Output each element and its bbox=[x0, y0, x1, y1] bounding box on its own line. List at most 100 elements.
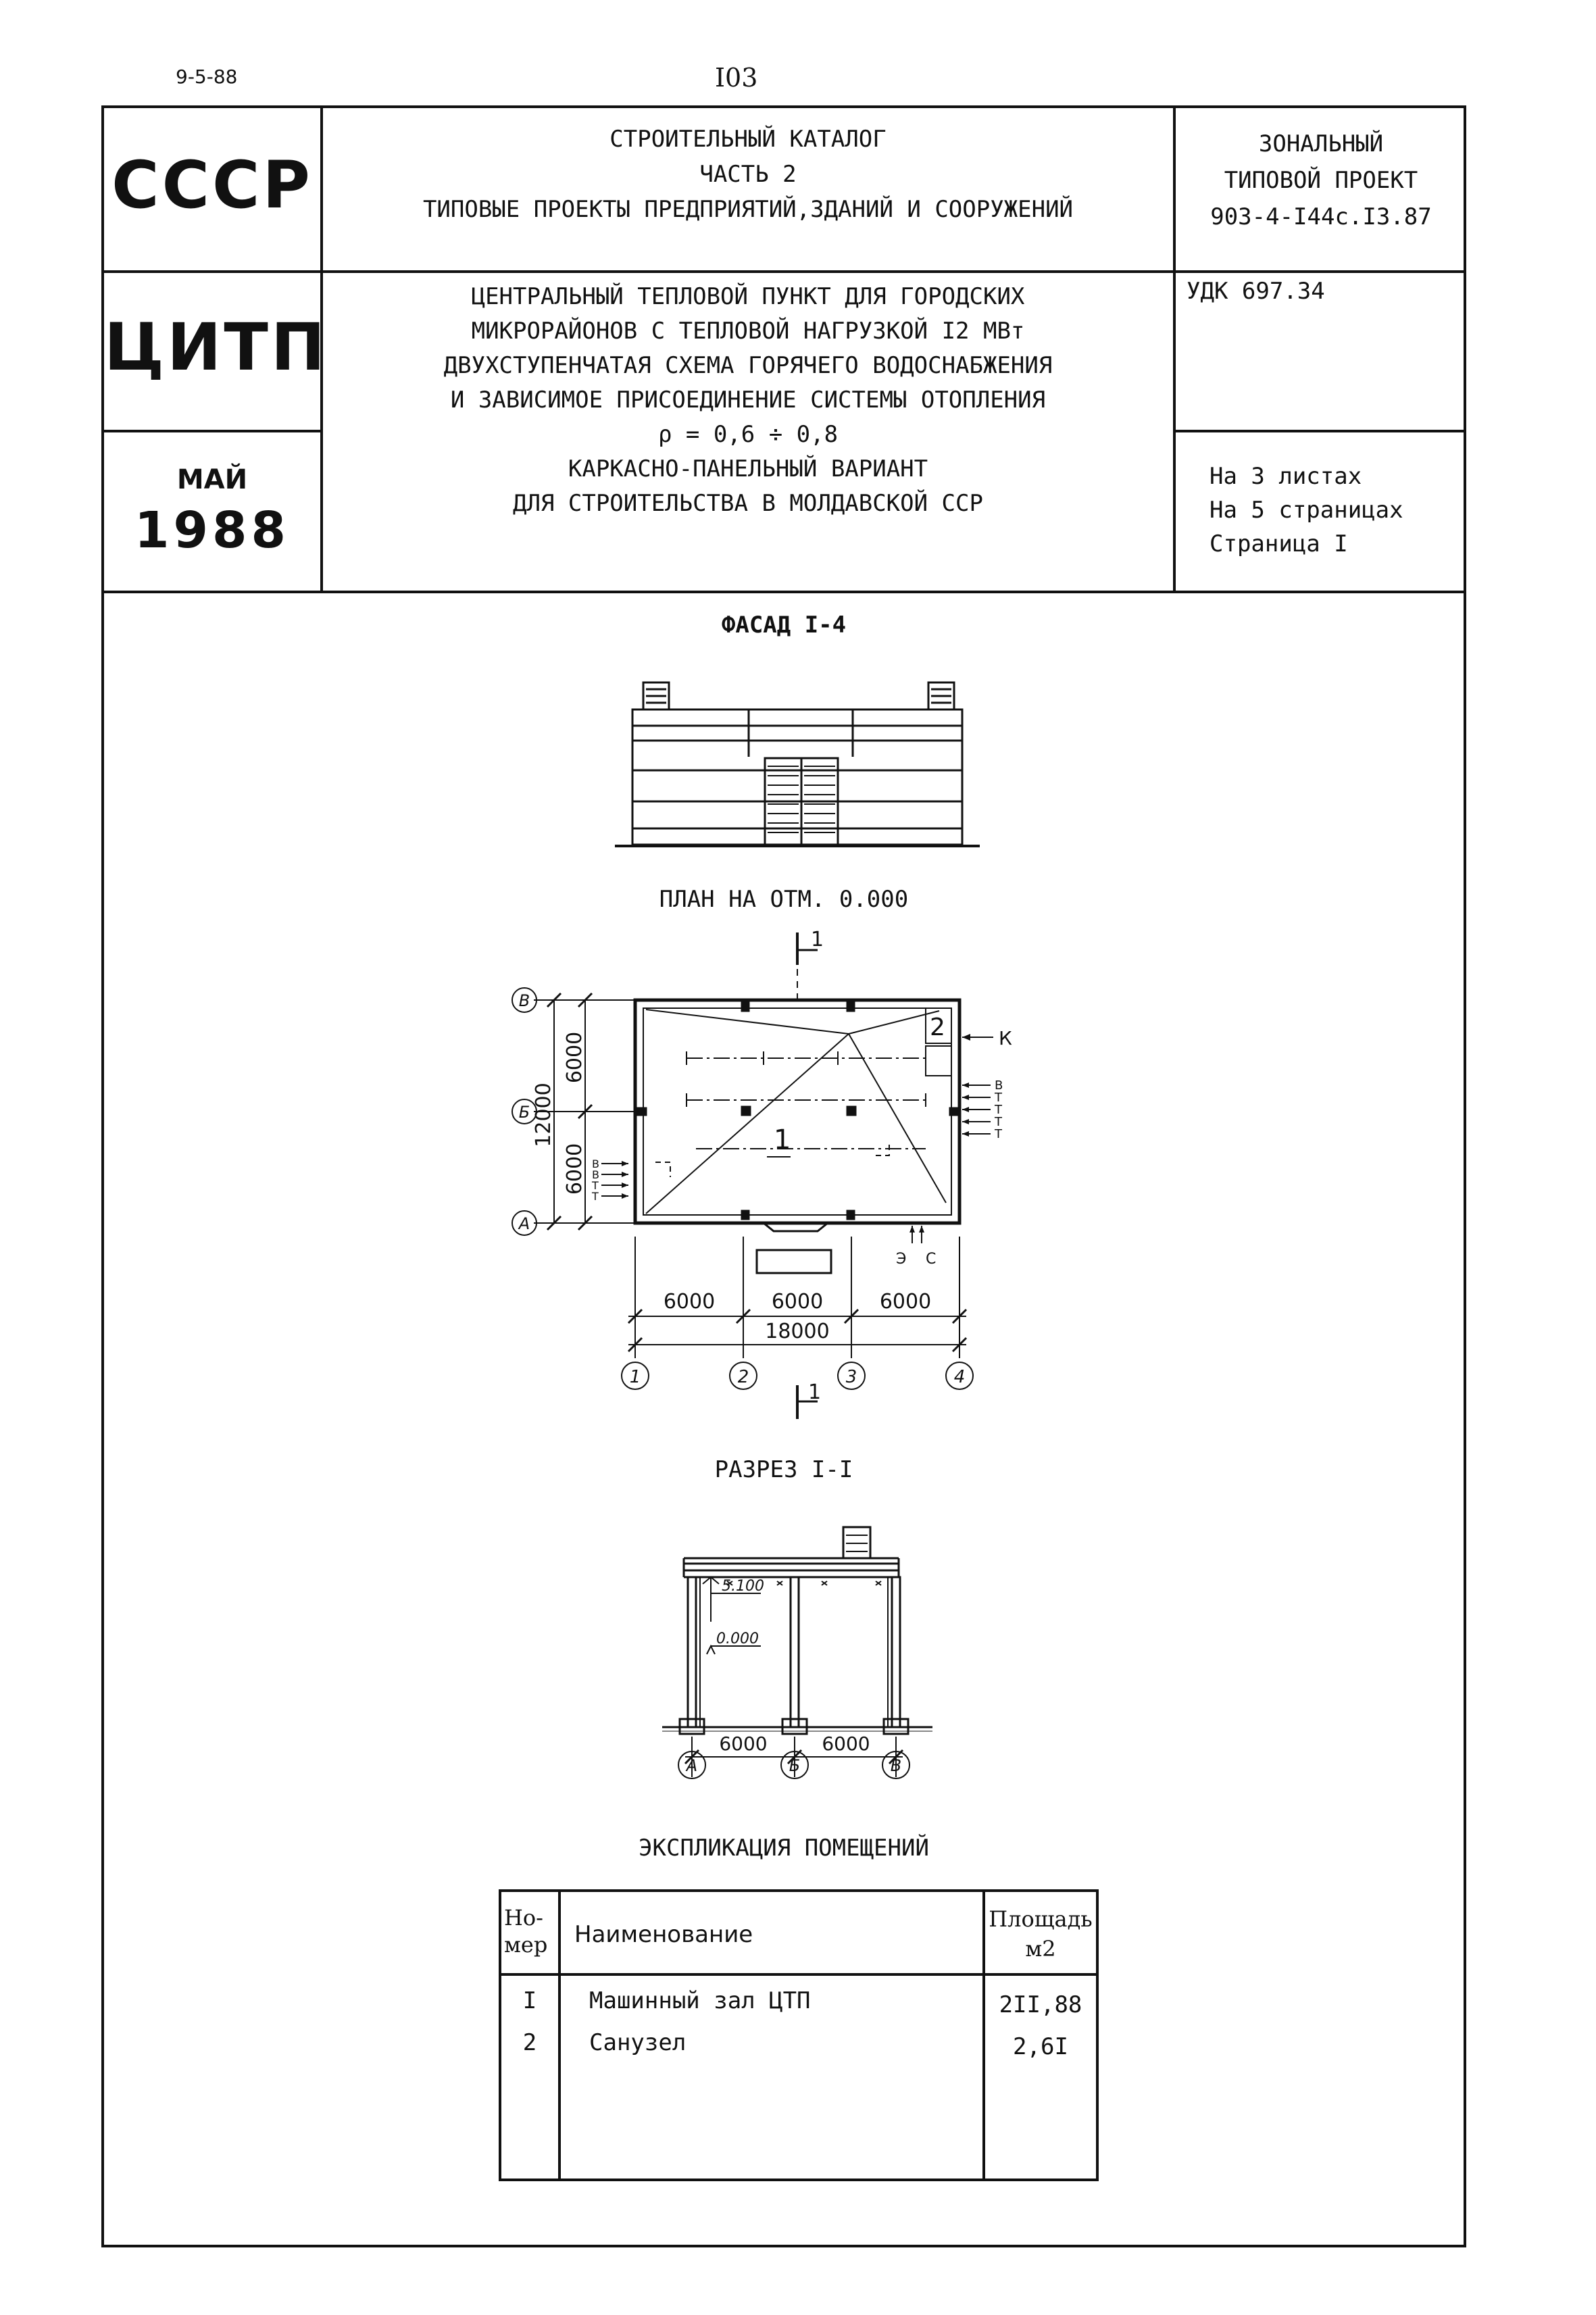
section-mark-top: 1 bbox=[811, 928, 824, 951]
dim-span-1: 6000 bbox=[664, 1290, 715, 1314]
axis-a-label: А bbox=[518, 1214, 530, 1233]
axis-3-circle bbox=[837, 1362, 866, 1390]
header-row-line-right-2 bbox=[1173, 430, 1466, 432]
page-number: I03 bbox=[715, 63, 758, 93]
footing-a bbox=[678, 1718, 705, 1735]
axis-b-circle bbox=[512, 1099, 537, 1124]
sanitary-room bbox=[925, 1007, 952, 1044]
title-line-7: ДЛЯ СТРОИТЕЛЬСТВА В МОЛДАВСКОЙ ССР bbox=[513, 490, 983, 517]
inlet-right-5: Т bbox=[994, 1127, 1003, 1141]
col-area-header-line-2: м2 bbox=[1025, 1936, 1056, 1962]
catalog-block: СТРОИТЕЛЬНЫЙ КАТАЛОГ ЧАСТЬ 2 ТИПОВЫЕ ПРО… bbox=[323, 122, 1173, 227]
axis-b-label: Б bbox=[519, 1103, 530, 1122]
table-col-divider-2 bbox=[982, 1892, 985, 2179]
axis-1-circle bbox=[621, 1362, 649, 1390]
sheet-frame bbox=[101, 105, 1466, 2247]
section-axis-v-circle bbox=[882, 1751, 910, 1779]
footing-v bbox=[882, 1718, 909, 1735]
dim-lower: 6000 bbox=[563, 1143, 587, 1195]
footing-b bbox=[781, 1718, 808, 1735]
section-column-b bbox=[789, 1576, 800, 1728]
axis-a-circle bbox=[512, 1210, 537, 1236]
section-axis-v-label: В bbox=[891, 1756, 901, 1775]
catalog-line-1: СТРОИТЕЛЬНЫЙ КАТАЛОГ bbox=[609, 126, 887, 153]
row-1-area: 2II,88 bbox=[999, 1991, 1082, 2018]
explication-table: Но- мер Наименование Площадь м2 I Машинн… bbox=[499, 1889, 1099, 2181]
inlet-left-4: Т bbox=[591, 1190, 599, 1203]
section-axes: А Б В bbox=[678, 1741, 910, 1779]
title-line-6: КАРКАСНО-ПАНЕЛЬНЫЙ ВАРИАНТ bbox=[568, 455, 928, 482]
dim-span-2: 6000 bbox=[772, 1290, 823, 1314]
pages-count: На 5 страницах bbox=[1210, 497, 1403, 524]
floor-plan-drawing: 1 1 2 К В Т bbox=[512, 928, 1012, 1419]
explication-title: ЭКСПЛИКАЦИЯ ПОМЕЩЕНИЙ bbox=[639, 1835, 929, 1862]
page-index: Страница I bbox=[1210, 530, 1348, 557]
inlet-left-1: В bbox=[592, 1158, 599, 1170]
table-row: I Машинный зал ЦТП 2II,88 bbox=[501, 1989, 1096, 2023]
axis-1-label: 1 bbox=[630, 1367, 641, 1387]
row-2-area: 2,6I bbox=[1013, 2033, 1068, 2060]
section-wall-v bbox=[891, 1576, 901, 1728]
udk-label: УДК 697.34 bbox=[1187, 278, 1325, 305]
sheets-block: На 3 листах На 5 страницах Страница I bbox=[1210, 459, 1403, 561]
project-number: 903-4-I44с.I3.87 bbox=[1210, 203, 1432, 230]
sheets-count: На 3 листах bbox=[1210, 463, 1362, 490]
axis-4-label: 4 bbox=[954, 1367, 966, 1387]
year-label: 1988 bbox=[134, 501, 290, 559]
title-line-1: ЦЕНТРАЛЬНЫЙ ТЕПЛОВОЙ ПУНКТ ДЛЯ ГОРОДСКИХ bbox=[471, 283, 1025, 310]
month-label: МАЙ bbox=[176, 464, 248, 495]
table-col-divider-1 bbox=[558, 1892, 561, 2179]
inlet-left-3: Т bbox=[591, 1179, 599, 1192]
inlet-right-4: Т bbox=[994, 1115, 1003, 1129]
project-type-line-2: ТИПОВОЙ ПРОЕКТ bbox=[1224, 167, 1418, 194]
col-number-header-line-1: Но- bbox=[504, 1905, 543, 1931]
inlet-s-label: С bbox=[926, 1251, 936, 1268]
row-1-name: Машинный зал ЦТП bbox=[589, 1987, 811, 2014]
header-bottom-line bbox=[101, 591, 1466, 593]
inlet-k-label: К bbox=[999, 1027, 1012, 1049]
country-label: СССР bbox=[111, 147, 313, 223]
section-dim-1: 6000 bbox=[719, 1733, 767, 1755]
room-2-label: 2 bbox=[930, 1014, 945, 1041]
section-drawing: 5.100 0.000 6000 6000 bbox=[662, 1526, 932, 1777]
inlet-e-label: Э bbox=[896, 1251, 906, 1268]
axis-4-circle bbox=[945, 1362, 974, 1390]
project-type-line-1: ЗОНАЛЬНЫЙ bbox=[1258, 130, 1384, 157]
roof-vent-left bbox=[642, 681, 670, 711]
col-name-header: Наименование bbox=[574, 1921, 753, 1948]
header-divider-right bbox=[1173, 105, 1176, 592]
room-1-label: 1 bbox=[774, 1124, 791, 1155]
section-axis-b-circle bbox=[780, 1751, 809, 1779]
plan-outline bbox=[633, 998, 962, 1225]
col-number-header: Но- мер bbox=[501, 1904, 558, 1958]
catalog-line-3: ТИПОВЫЕ ПРОЕКТЫ ПРЕДПРИЯТИЙ,ЗДАНИЙ И СОО… bbox=[422, 196, 1074, 223]
section-wall-a bbox=[687, 1576, 697, 1728]
header-row-line-1 bbox=[101, 270, 1466, 273]
row-2-name: Санузел bbox=[589, 2029, 687, 2056]
date-code: 9-5-88 bbox=[176, 66, 238, 88]
facade-title: ФАСАД I-4 bbox=[721, 612, 847, 639]
row-1-number: I bbox=[522, 1987, 537, 2014]
section-axis-a-label: А bbox=[685, 1756, 697, 1775]
elevation-floor: 0.000 bbox=[716, 1631, 759, 1647]
title-line-2: МИКРОРАЙОНОВ С ТЕПЛОВОЙ НАГРУЗКОЙ I2 МВт bbox=[471, 318, 1025, 345]
section-title: РАЗРЕЗ I-I bbox=[714, 1456, 853, 1483]
axis-3-label: 3 bbox=[846, 1367, 857, 1387]
title-line-4: И ЗАВИСИМОЕ ПРИСОЕДИНЕНИЕ СИСТЕМЫ ОТОПЛЕ… bbox=[450, 387, 1046, 414]
col-area-header-line-1: Площадь bbox=[989, 1906, 1093, 1932]
inlet-right-3: Т bbox=[994, 1103, 1003, 1117]
org-label: ЦИТП bbox=[104, 309, 328, 385]
section-mark-bottom: 1 bbox=[808, 1380, 821, 1404]
header-row-line-left-2 bbox=[101, 430, 322, 432]
axis-v-circle bbox=[512, 987, 537, 1013]
section-axis-b-label: Б bbox=[789, 1756, 800, 1775]
row-2-number: 2 bbox=[522, 2029, 537, 2056]
catalog-line-2: ЧАСТЬ 2 bbox=[699, 161, 797, 188]
section-dim-2: 6000 bbox=[822, 1733, 870, 1755]
dim-upper: 6000 bbox=[563, 1032, 587, 1083]
axis-2-label: 2 bbox=[738, 1367, 749, 1387]
axis-2-circle bbox=[729, 1362, 757, 1390]
inlet-right-1: В bbox=[995, 1078, 1003, 1093]
inlet-right-2: Т bbox=[994, 1091, 1003, 1105]
entrance-platform bbox=[755, 1249, 832, 1274]
